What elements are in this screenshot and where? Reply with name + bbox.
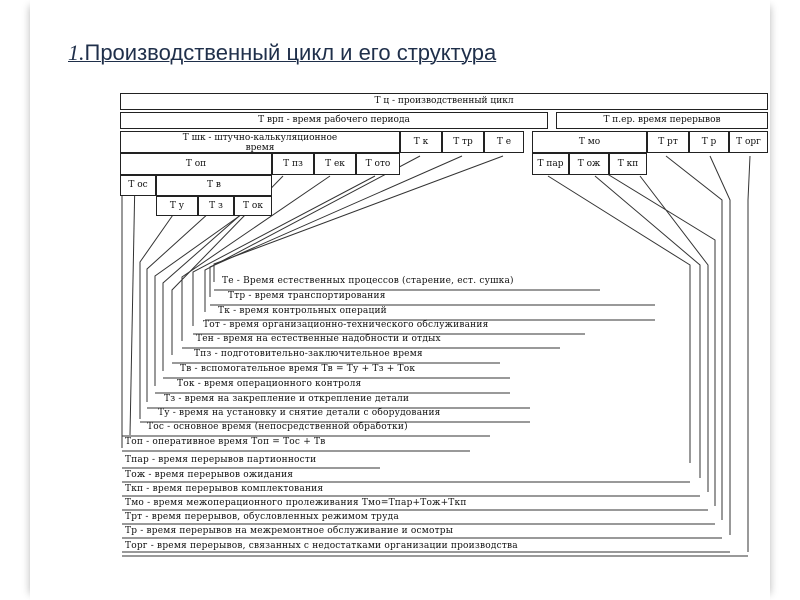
connector-tz <box>146 211 211 402</box>
connector-tok <box>154 211 246 386</box>
legend-torg: Торг - время перерывов, связанных с недо… <box>125 541 518 551</box>
legend-toj: Тож - время перерывов ожидания <box>125 470 294 480</box>
box-top: Т оп <box>120 153 272 175</box>
connector-toj <box>594 175 701 478</box>
box-toj: Т ож <box>569 153 609 175</box>
legend-tpar: Тпар - время перерывов партионности <box>125 455 317 465</box>
legend-tot: Тот - время организационно-технического … <box>203 320 489 330</box>
legend-te: Те - Время естественных процессов (старе… <box>222 276 514 286</box>
legend-tk: Тк - время контрольных операций <box>218 306 387 316</box>
box-tu: Т у <box>156 196 198 216</box>
box-tek: Т ек <box>314 153 356 175</box>
box-tos: Т ос <box>120 175 156 196</box>
connector-ttr <box>209 155 463 297</box>
legend-tpz: Тпз - подготовительно-заключительное вре… <box>194 349 423 359</box>
connector-tk <box>204 155 421 312</box>
legend-tz: Тз - время на закрепление и открепление … <box>164 394 410 404</box>
box-tmo: Т мо <box>532 131 647 153</box>
legend-ten: Тен - время на естественные надобности и… <box>196 334 441 344</box>
connector-torg <box>747 155 751 552</box>
box-tkp: Т кп <box>609 153 647 175</box>
box-tpar: Т пар <box>532 153 569 175</box>
box-torg: Т орг <box>729 131 768 153</box>
page-title: 1.Производственный цикл и его структура <box>68 40 496 66</box>
connector-tpar <box>547 175 691 463</box>
legend-tos: Тос - основное время (непосредственной о… <box>147 422 408 432</box>
connector-trt <box>665 155 723 520</box>
legend-top: Топ - оперативное время Топ = Тос + Тв <box>125 437 326 447</box>
box-tok: Т ок <box>234 196 272 216</box>
legend-tr: Тр - время перерывов на межремонтное обс… <box>125 526 454 536</box>
box-toto: Т ото <box>356 153 400 175</box>
box-tper: Т п.ер. время перерывов <box>556 112 768 129</box>
box-tz: Т з <box>198 196 234 216</box>
box-tpz: Т пз <box>272 153 314 175</box>
legend-ttr: Ттр - время транспортирования <box>228 291 386 301</box>
box-tshk: Т шк - штучно-калькуляционное время <box>120 131 400 153</box>
box-tk: Т к <box>400 131 442 153</box>
legend-tok: Ток - время операционного контроля <box>177 379 362 389</box>
box-tr: Т р <box>689 131 729 153</box>
connector-toto <box>192 175 376 326</box>
legend-tv: Тв - вспомогательное время Тв = Ту + Тз … <box>180 364 416 374</box>
box-trp: Т врп - время рабочего периода <box>120 112 548 129</box>
box-ttr: Т тр <box>442 131 484 153</box>
connector-tek <box>181 175 331 341</box>
connector-te <box>213 155 504 282</box>
box-te: Т е <box>484 131 524 153</box>
connector-top <box>129 175 136 436</box>
title-number: 1. <box>68 40 85 65</box>
title-text: Производственный цикл и его структура <box>84 40 497 65</box>
connector-tkp <box>639 175 709 492</box>
box-trt: Т рт <box>647 131 689 153</box>
connector-tv <box>162 195 263 371</box>
connector-tu <box>139 211 176 419</box>
legend-trt: Трт - время перерывов, обусловленных реж… <box>125 512 399 522</box>
box-tc: Т ц - производственный цикл <box>120 93 768 110</box>
connector-tr <box>709 155 731 535</box>
connector-tmo <box>577 155 716 506</box>
legend-tu: Ту - время на установку и снятие детали … <box>158 408 441 418</box>
legend-tmo: Тмо - время межоперационного пролеживани… <box>125 498 467 508</box>
box-tv: Т в <box>156 175 272 196</box>
legend-tkp: Ткп - время перерывов комплектования <box>125 484 324 494</box>
